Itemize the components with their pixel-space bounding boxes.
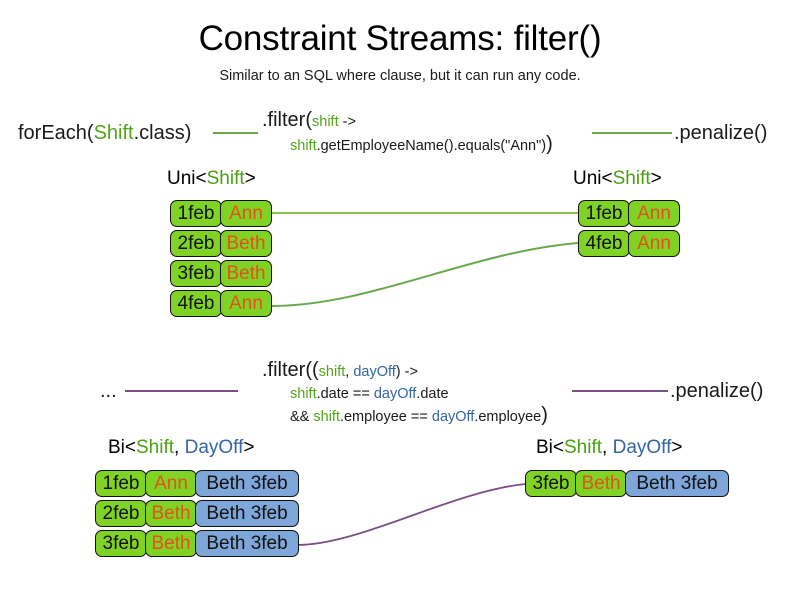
filter2-param-shift: shift [318, 364, 346, 380]
filter2-body-line-2: && shift.employee == dayOff.employee) [262, 405, 548, 428]
shift-date-cell: 1feb [95, 470, 147, 497]
filter2-param-dayoff: dayOff [353, 364, 396, 380]
uni-input-tuple-list: 1feb Ann 2feb Beth 3feb Beth 4feb Ann [170, 200, 272, 317]
uni-in-suffix: > [244, 168, 256, 189]
shift-date-cell: 3feb [170, 260, 222, 287]
filter2-l2-dayoff: dayOff [373, 386, 417, 402]
table-row[interactable]: 3feb Beth Beth 3feb [95, 530, 299, 557]
filter2-l2-end: .date [416, 386, 449, 402]
table-row[interactable]: 1feb Ann [578, 200, 680, 227]
filter2-l2-shift: shift [290, 386, 317, 402]
foreach-type-shift: Shift [93, 122, 134, 144]
table-row[interactable]: 4feb Ann [578, 230, 680, 257]
dayoff-cell: Beth 3feb [195, 470, 299, 497]
bi-input-tuple-list: 1feb Ann Beth 3feb 2feb Beth Beth 3feb 3… [95, 470, 299, 557]
shift-name-cell: Ann [628, 230, 680, 257]
filter2-head-arrow: ) -> [395, 364, 418, 380]
filter2-head-prefix: .filter(( [262, 359, 319, 381]
filter-expression-1: .filter(shift -> shift.getEmployeeName()… [262, 108, 553, 157]
dayoff-cell: Beth 3feb [625, 470, 729, 497]
filter2-l2-mid: .date == [316, 386, 374, 402]
dayoff-cell: Beth 3feb [195, 530, 299, 557]
filter-expression-2: .filter((shift, dayOff) -> shift.date ==… [262, 358, 548, 428]
shift-date-cell: 1feb [578, 200, 630, 227]
shift-name-cell: Beth [575, 470, 627, 497]
wire-tuple-3feb [296, 483, 526, 546]
filter-head-prefix: .filter( [262, 109, 312, 131]
bi-input-type-label: Bi<Shift, DayOff> [108, 436, 254, 459]
bi-in-suffix: > [243, 437, 255, 458]
table-row[interactable]: 3feb Beth [170, 260, 272, 287]
filter-body-param: shift [290, 138, 317, 154]
shift-date-cell: 2feb [95, 500, 147, 527]
filter2-l3-end: .employee [474, 409, 542, 425]
uni-output-tuple-list: 1feb Ann 4feb Ann [578, 200, 680, 257]
bi-out-prefix: Bi< [536, 437, 564, 458]
bi-out-comma: , [602, 437, 613, 458]
filter2-head-comma: , [345, 364, 354, 380]
foreach-suffix: .class) [133, 122, 192, 144]
filter-close-paren-1: ) [546, 133, 553, 155]
uni-out-suffix: > [650, 168, 662, 189]
filter-param-shift: shift [312, 114, 339, 130]
filter-close-paren-2: ) [541, 404, 548, 426]
uni-out-generic-shift: Shift [612, 168, 651, 189]
foreach-source-label-1: forEach(Shift.class) [18, 121, 191, 145]
uni-input-type-label: Uni<Shift> [167, 167, 256, 190]
filter-body-1: shift.getEmployeeName().equals("Ann")) [262, 134, 553, 157]
table-row[interactable]: 4feb Ann [170, 290, 272, 317]
bi-in-prefix: Bi< [108, 437, 136, 458]
uni-in-prefix: Uni< [167, 168, 207, 189]
bi-out-generic-dayoff: DayOff [612, 437, 672, 458]
page-title: Constraint Streams: filter() [198, 19, 602, 58]
shift-date-cell: 3feb [95, 530, 147, 557]
penalize-sink-label-2: .penalize() [670, 380, 764, 402]
filter-body-rest: .getEmployeeName().equals("Ann") [316, 138, 547, 154]
uni-output-type-label: Uni<Shift> [573, 167, 662, 190]
shift-name-cell: Beth [220, 230, 272, 257]
filter2-l3-shift: shift [313, 409, 340, 425]
penalize-sink-label-1: .penalize() [674, 122, 768, 144]
shift-date-cell: 2feb [170, 230, 222, 257]
bi-in-generic-dayoff: DayOff [184, 437, 244, 458]
filter-head-arrow: -> [338, 114, 356, 130]
shift-date-cell: 3feb [525, 470, 577, 497]
filter2-body-line-1: shift.date == dayOff.date [262, 384, 548, 405]
bi-in-generic-shift: Shift [136, 437, 175, 458]
shift-date-cell: 4feb [578, 230, 630, 257]
bi-output-type-label: Bi<Shift, DayOff> [536, 436, 682, 459]
wire-tuple-4feb [271, 242, 579, 307]
filter2-l3-mid: .employee == [339, 409, 432, 425]
shift-name-cell: Ann [220, 200, 272, 227]
filter2-l3-pre: && [290, 409, 314, 425]
filter2-l3-dayoff: dayOff [431, 409, 475, 425]
shift-name-cell: Beth [220, 260, 272, 287]
bi-out-generic-shift: Shift [564, 437, 603, 458]
shift-date-cell: 1feb [170, 200, 222, 227]
shift-name-cell: Ann [220, 290, 272, 317]
filter-head-1: .filter(shift -> [262, 108, 553, 134]
filter-head-2: .filter((shift, dayOff) -> [262, 358, 548, 384]
table-row[interactable]: 2feb Beth Beth 3feb [95, 500, 299, 527]
shift-name-cell: Ann [628, 200, 680, 227]
table-row[interactable]: 3feb Beth Beth 3feb [525, 470, 729, 497]
uni-in-generic-shift: Shift [206, 168, 245, 189]
table-row[interactable]: 1feb Ann [170, 200, 272, 227]
shift-name-cell: Beth [145, 530, 197, 557]
foreach-prefix: forEach( [18, 122, 94, 144]
shift-name-cell: Beth [145, 500, 197, 527]
bi-output-tuple-list: 3feb Beth Beth 3feb [525, 470, 729, 497]
bi-in-comma: , [174, 437, 185, 458]
table-row[interactable]: 2feb Beth [170, 230, 272, 257]
bi-out-suffix: > [671, 437, 683, 458]
page-subtitle: Similar to an SQL where clause, but it c… [219, 68, 581, 84]
ellipsis-source-label-2: ... [100, 380, 117, 402]
uni-out-prefix: Uni< [573, 168, 613, 189]
shift-date-cell: 4feb [170, 290, 222, 317]
shift-name-cell: Ann [145, 470, 197, 497]
table-row[interactable]: 1feb Ann Beth 3feb [95, 470, 299, 497]
dayoff-cell: Beth 3feb [195, 500, 299, 527]
